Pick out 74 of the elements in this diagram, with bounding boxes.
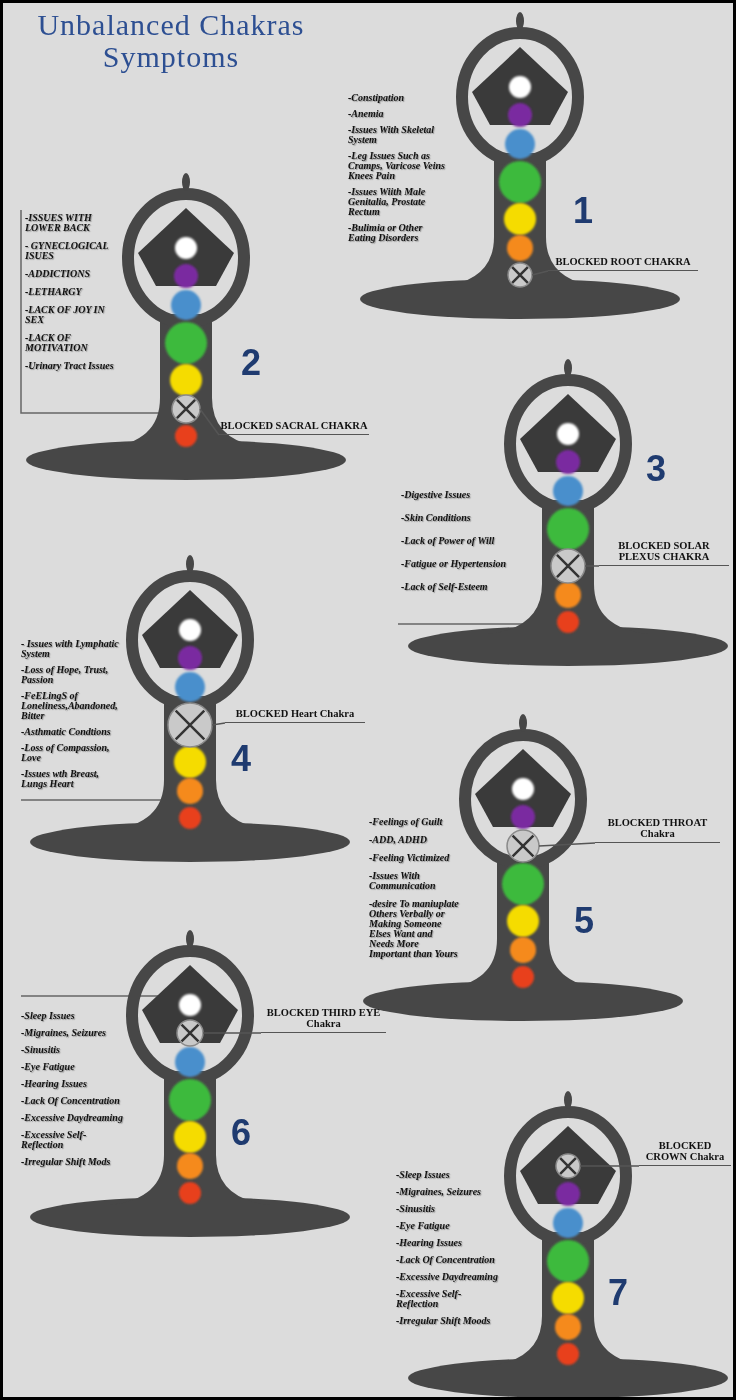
blocked-chakra-label: BLOCKED THIRD EYE Chakra	[261, 1007, 386, 1033]
crossed-chakra-circle	[176, 1019, 204, 1047]
symptom-text: -Lack Of Concentration	[396, 1255, 495, 1265]
symptom-text: -Digestive Issues	[401, 490, 471, 500]
symptom-text: -Loss of Hope, Trust, Passion	[21, 665, 110, 685]
symptom-text: -Sleep Issues	[21, 1011, 75, 1021]
symptom-text: -Asthmatic Condtions	[21, 727, 111, 737]
blocked-chakra-label: BLOCKED SACRAL CHAKRA	[219, 420, 369, 435]
symptom-text: -Migraines, Seizures	[396, 1187, 481, 1197]
symptom-text: -Hearing Issues	[396, 1238, 462, 1248]
symptom-text: -Loss of Compassion, Love	[21, 743, 111, 763]
figure-number: 7	[608, 1275, 629, 1311]
blocked-chakra-label: BLOCKED CROWN Chakra	[639, 1140, 731, 1166]
blocked-chakra-label: BLOCKED SOLAR PLEXUS CHAKRA	[599, 540, 729, 566]
symptom-text: -Sleep Issues	[396, 1170, 450, 1180]
symptom-text: -Irregular Shift Mods	[21, 1157, 111, 1167]
symptom-text: -Eye Fatigue	[396, 1221, 450, 1231]
symptom-text: -ISSUES WITH LOWER BACK	[25, 213, 93, 233]
symptom-text: -Hearing Issues	[21, 1079, 87, 1089]
symptom-text: -Constipation	[348, 93, 405, 103]
leader-line	[199, 408, 220, 436]
symptom-text: -Issues With Communication	[369, 871, 437, 891]
symptom-text: -desire To maniuplate Others Verbally or Making Someone Elses Want and Needs More Important than Yours	[369, 899, 459, 959]
symptom-text: -Feeling Victimized	[369, 853, 450, 863]
symptom-text: -Excessive Daydreaming	[396, 1272, 498, 1282]
symptom-text: -Urinary Tract Issues	[25, 361, 114, 371]
symptom-text: -Lack Of Concentration	[21, 1096, 120, 1106]
symptom-text: -LACK OF MOTIVATION	[25, 333, 89, 353]
symptom-text: -Issues With Skeletal System	[348, 125, 436, 145]
symptom-text: -FeELingS of Loneliness,Abandoned, Bitter	[21, 691, 119, 721]
symptom-text: - GYNECLOGICAL ISUES	[25, 241, 110, 261]
crossed-chakra-circle	[171, 394, 201, 424]
blocked-chakra-label: BLOCKED Heart Chakra	[225, 708, 365, 723]
leader-line	[538, 842, 596, 847]
symptom-text: -LACK OF JOY IN SEX	[25, 305, 106, 325]
symptom-text: -Sinusitis	[21, 1045, 60, 1055]
title: Unbalanced Chakras Symptoms	[36, 9, 306, 73]
symptom-text: -Skin Conditions	[401, 513, 471, 523]
symptom-text: -LETHARGY	[25, 287, 82, 297]
leader-line	[211, 722, 226, 726]
symptom-text: -Feelings of Guilt	[369, 817, 443, 827]
crossed-chakra-circle	[506, 829, 540, 863]
symptom-text: -Lack of Self-Esteem	[401, 582, 488, 592]
symptom-text: -Lack of Power of Will	[401, 536, 495, 546]
crossed-chakra-circle	[167, 702, 213, 748]
symptom-text: -Excessive Self-Reflection	[396, 1289, 463, 1309]
figure-number: 6	[231, 1115, 252, 1151]
figure-number: 2	[241, 345, 262, 381]
symptom-text: - Issues with Lymphatic System	[21, 639, 120, 659]
symptom-text: -Excessive Self-Reflection	[21, 1130, 88, 1150]
crossed-chakra-circle	[555, 1153, 581, 1179]
crossed-chakra-circle	[507, 262, 533, 288]
symptom-text: -Fatigue or Hypertension	[401, 559, 506, 569]
symptom-text: -Excessive Daydreaming	[21, 1113, 123, 1123]
symptom-text: -Sinusitis	[396, 1204, 435, 1214]
symptom-text: -ADD, ADHD	[369, 835, 427, 845]
figure-number: 4	[231, 741, 252, 777]
crossed-chakra-circle	[550, 548, 586, 584]
symptom-text: -Migraines, Seizures	[21, 1028, 106, 1038]
symptom-text: -Issues Wiith Male Genitalia, Prostate Rectum	[348, 187, 427, 217]
symptom-text: -ADDICTIONS	[25, 269, 90, 279]
leader-line	[531, 270, 549, 276]
symptom-text: -Leg Issues Such as Cramps, Varicose Veins Knees Pain	[348, 151, 446, 181]
symptom-text: -Anemia	[348, 109, 384, 119]
leader-line	[584, 565, 600, 567]
blocked-chakra-label: BLOCKED THROAT Chakra	[595, 817, 720, 843]
symptom-text: -Issues wth Breast, Lungs Heart	[21, 769, 101, 789]
blocked-chakra-label: BLOCKED ROOT CHAKRA	[548, 256, 698, 271]
symptom-text: -Bulimia or Other Eating Disorders	[348, 223, 424, 243]
figure-number: 1	[573, 193, 594, 229]
figure-number: 5	[574, 903, 595, 939]
figure-number: 3	[646, 451, 667, 487]
symptom-text: -Eye Fatigue	[21, 1062, 75, 1072]
symptom-text: -Irregular Shift Moods	[396, 1316, 491, 1326]
